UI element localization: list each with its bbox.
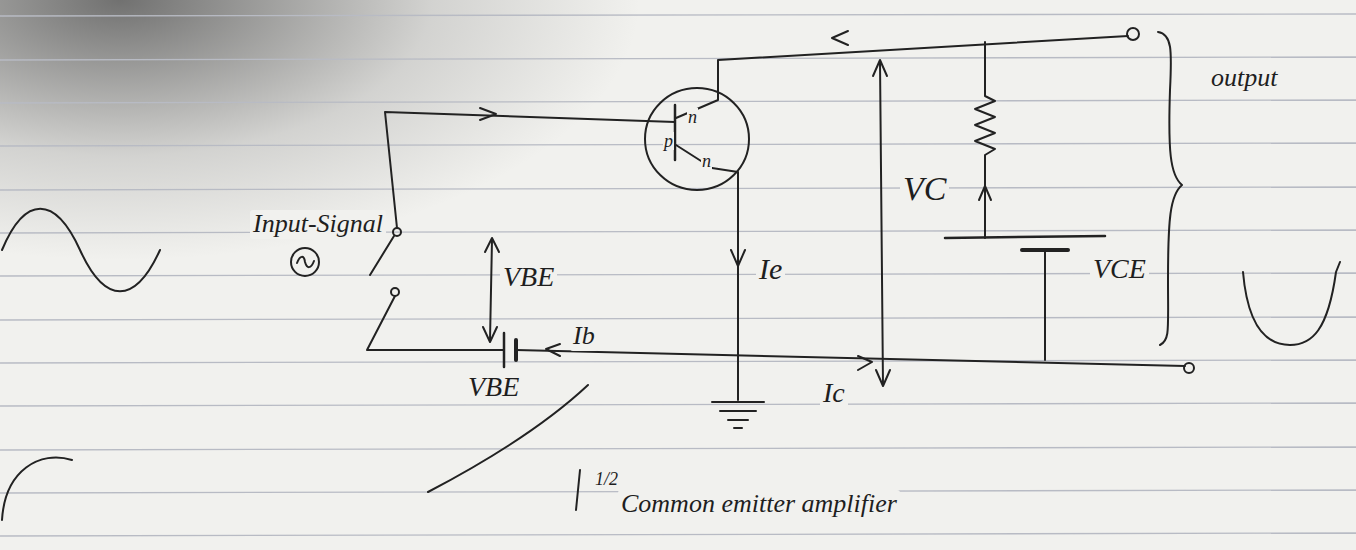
- current-arrow: [979, 186, 991, 200]
- current-arrow: [546, 344, 560, 356]
- voltage-arrow: [485, 238, 499, 252]
- ground-symbol: [728, 419, 748, 421]
- ground-symbol: [734, 427, 742, 429]
- current-arrow: [858, 356, 872, 370]
- voltage-arrow: [483, 327, 497, 342]
- input-waveform: [2, 209, 160, 292]
- switch-blade: [370, 236, 394, 275]
- emitter-wire: [676, 145, 738, 400]
- current-arrow: [731, 250, 745, 266]
- circuit-label: VCE: [1090, 254, 1149, 285]
- battery-symbol: [503, 333, 506, 367]
- ground-symbol: [720, 410, 756, 412]
- transistor-circle: npn: [643, 86, 751, 192]
- pen-circle-fragment: [2, 458, 72, 521]
- base-bar: [674, 105, 677, 160]
- voltage-arrow: [873, 60, 887, 76]
- output-terminal: [1184, 363, 1194, 373]
- output-brace: [1158, 32, 1182, 345]
- ac-tilde: [297, 257, 314, 267]
- circuit-label: Input-Signal: [250, 210, 386, 239]
- circuit-label: 1/2: [592, 470, 621, 490]
- bottom-wire: [367, 296, 504, 350]
- ac-source-symbol: [291, 248, 319, 276]
- circuit-label: VBE: [465, 372, 522, 403]
- circuit-label: Ib: [570, 322, 598, 351]
- circuit-label: Ic: [820, 378, 848, 409]
- voltage-arrow: [490, 240, 492, 340]
- current-arrow: [480, 108, 496, 120]
- circuit-label: Ie: [756, 252, 785, 285]
- resistor-symbol: [975, 42, 995, 238]
- battery-symbol: [945, 236, 1105, 238]
- input-terminal: [391, 288, 399, 296]
- output-terminal: [1127, 28, 1139, 40]
- circuit-label: output: [1208, 64, 1280, 93]
- transistor-outline: [643, 86, 751, 192]
- voltage-arrow: [876, 370, 890, 386]
- ground-symbol: [712, 401, 764, 403]
- base-wire: [385, 112, 675, 228]
- current-arrow: [832, 31, 848, 45]
- ruled-lines: [0, 14, 1356, 536]
- circuit-label: VC: [900, 170, 949, 207]
- collector-wire: [676, 36, 1128, 118]
- input-terminal: [393, 228, 401, 236]
- circuit-label: Common emitter amplifier: [618, 490, 900, 519]
- pen-stroke: [576, 470, 580, 510]
- battery-symbol: [514, 340, 518, 360]
- supply-wire: [1044, 252, 1046, 360]
- bottom-wire: [516, 350, 1185, 366]
- circuit-label: VBE: [500, 262, 557, 293]
- semiconductor-layer: p: [663, 132, 674, 150]
- semiconductor-layer: n: [701, 152, 712, 170]
- semiconductor-layer: n: [687, 108, 698, 126]
- output-waveform: [1243, 262, 1340, 345]
- voltage-arrow: [880, 62, 883, 385]
